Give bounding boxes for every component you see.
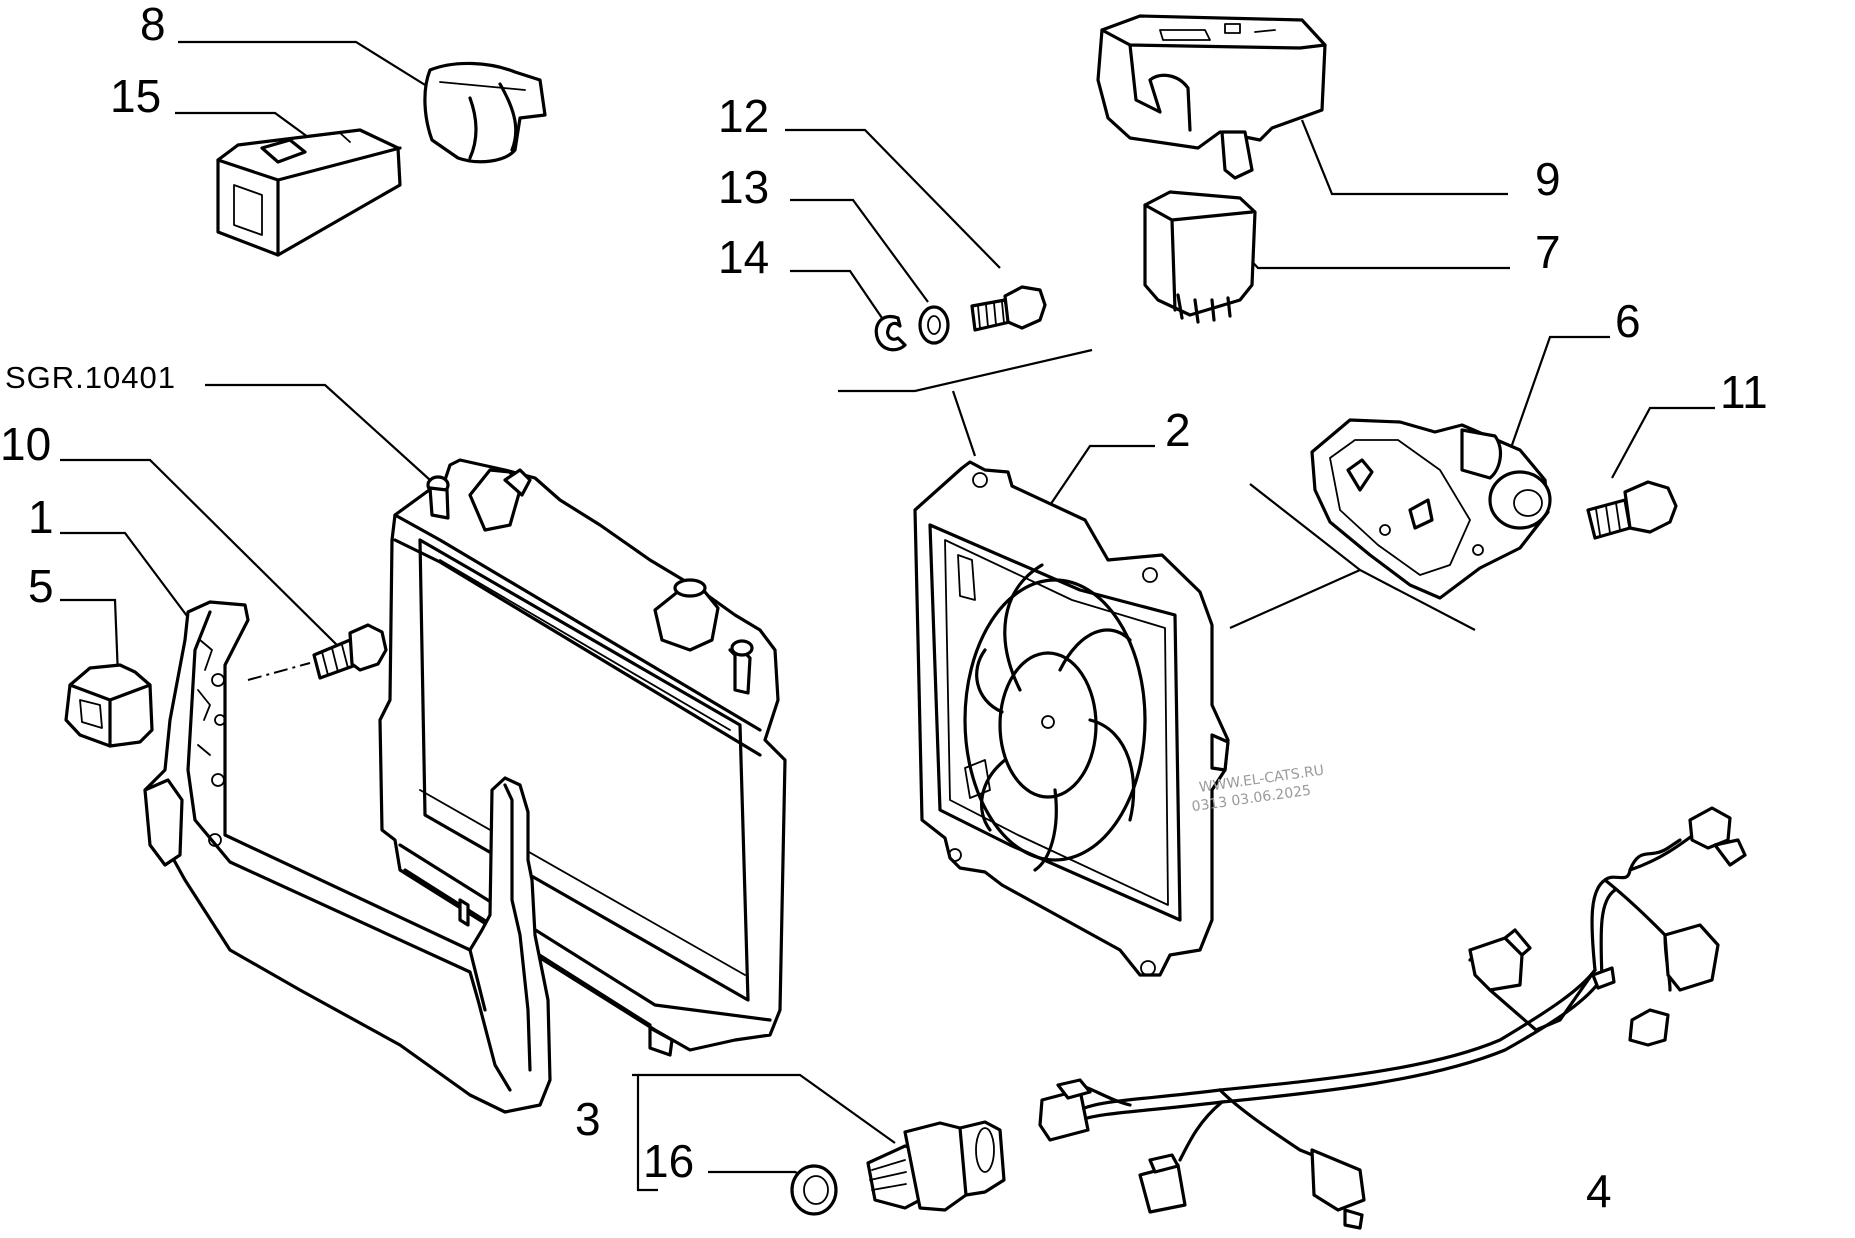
callout-8: 8 (140, 0, 166, 50)
axis-line-10 (247, 662, 311, 681)
leader-resistor-drop (1229, 568, 1361, 630)
callout-2: 2 (1165, 404, 1191, 456)
leader-lines (60, 40, 1715, 1192)
part-10-screw (312, 623, 388, 680)
callout-11: 11 (1720, 366, 1768, 418)
leader-3 (638, 1073, 896, 1144)
leader-14 (790, 269, 883, 319)
leader-9 (1300, 119, 1508, 196)
callout-4: 4 (1586, 1165, 1612, 1217)
callout-6: 6 (1615, 295, 1641, 347)
callout-14: 14 (718, 231, 769, 283)
leader-8 (178, 40, 431, 89)
callout-3: 3 (575, 1093, 601, 1145)
leader-5 (60, 598, 120, 677)
leader-7 (1231, 239, 1510, 270)
leader-6 (1510, 335, 1610, 446)
part-14-spring-washer (874, 315, 907, 352)
part-6-resistor (1310, 418, 1552, 600)
leader-3-bracket (632, 1073, 658, 1192)
callout-7: 7 (1535, 226, 1561, 278)
callout-labels: 8 15 12 13 14 9 7 6 11 2 SGR.10401 10 1 … (0, 0, 1768, 1217)
callout-5: 5 (28, 560, 54, 612)
leader-15 (175, 111, 313, 141)
leader-10 (60, 458, 341, 649)
part-7-relay (1143, 190, 1257, 324)
part-13-washer (918, 305, 950, 345)
reference-code: SGR.10401 (5, 360, 176, 395)
leader-13 (790, 198, 929, 303)
part-15-connector (216, 128, 402, 257)
part-16-seal (790, 1164, 838, 1216)
callout-10: 10 (0, 418, 51, 470)
leader-screw-bracket (838, 348, 1093, 393)
part-9-relay-cover (1096, 14, 1327, 180)
callout-12: 12 (718, 90, 769, 142)
part-1-air-guide (143, 600, 552, 1114)
leader-1 (60, 531, 191, 621)
part-2-fan-assembly (913, 460, 1230, 977)
leader-ref (205, 383, 431, 481)
callout-1: 1 (28, 491, 54, 543)
part-5-rubber-mount (64, 663, 154, 748)
leader-12 (785, 128, 1001, 269)
callout-16: 16 (643, 1135, 694, 1187)
callout-15: 15 (110, 70, 161, 122)
part-3-temp-switch (866, 1120, 1006, 1212)
leader-screw-drop (951, 390, 977, 457)
radiator (378, 458, 787, 1057)
callout-13: 13 (718, 161, 769, 213)
leader-2 (1039, 444, 1155, 521)
leader-11 (1611, 406, 1715, 479)
part-11-screw (1586, 480, 1678, 540)
part-8-clip (423, 61, 547, 164)
part-12-screw (970, 285, 1047, 332)
watermark: WWW.EL-CATS.RU 0313 03.06.2025 (1191, 763, 1325, 816)
part-4-wiring-harness (1038, 806, 1747, 1230)
callout-9: 9 (1535, 153, 1561, 205)
